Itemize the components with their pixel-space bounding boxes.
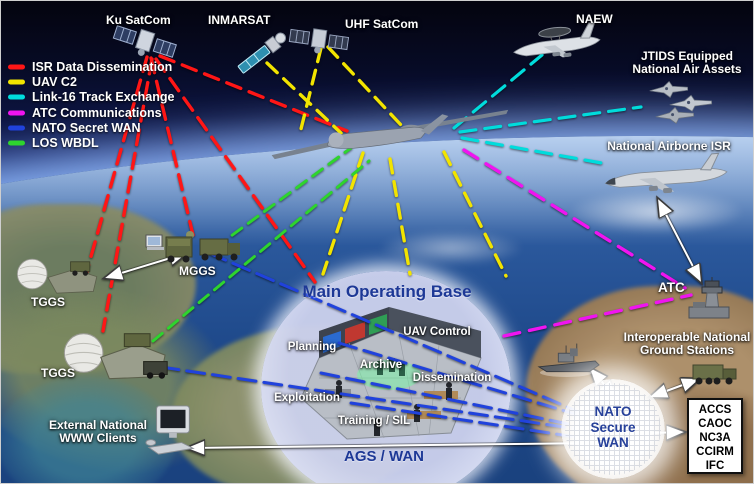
satellite-icon: [237, 32, 287, 74]
legend-row: ATC Communications: [8, 105, 174, 120]
legend-swatch-yellow: [8, 79, 25, 85]
label-mggs: MGGS: [179, 264, 216, 278]
fighter-jets-icon: [649, 81, 713, 124]
ags-wan-label: AGS / WAN: [343, 448, 425, 465]
arrow-wan-truck: [650, 379, 699, 397]
link-blue-mob-wan-c: [349, 401, 591, 441]
link-yellow-uav-mob-a: [321, 151, 365, 276]
link-blue-mggs-wan: [207, 251, 597, 421]
control-tower-icon: [688, 277, 730, 319]
label-interop-ground-stations: Interoperable National Ground Stations: [623, 330, 751, 357]
accs-item: CCIRM: [696, 446, 734, 458]
cloud-grid-texture: [565, 383, 661, 475]
link-yellow-uav-mob-c: [442, 150, 508, 278]
legend-row: ISR Data Dissemination: [8, 59, 174, 74]
ship-icon: [537, 343, 600, 377]
radome-station-icon: [16, 258, 98, 294]
accs-item: IFC: [705, 460, 725, 472]
mob-area-training-sil: Training / SIL: [337, 415, 411, 427]
nato-secure-wan-label: NATO Secure WAN: [590, 404, 636, 450]
label-national-airborne-isr: National Airborne ISR: [607, 139, 731, 153]
legend-label: Link-16 Track Exchange: [32, 90, 175, 105]
link-red-ku-tggs-south: [101, 57, 154, 333]
legend-swatch-green: [8, 140, 25, 146]
satellite-icon: [288, 28, 350, 54]
link-blue-mob-wan-a: [337, 341, 587, 419]
label-jtids-assets: JTIDS Equipped National Air Assets: [632, 49, 742, 76]
link-red-ku-mob: [154, 57, 317, 284]
mob-area-dissemination: Dissemination: [412, 372, 492, 384]
link-cyan-uav-naew: [452, 53, 544, 130]
legend-row: NATO Secret WAN: [8, 120, 174, 135]
link-yellow-uhf-uav-a: [299, 46, 323, 131]
legend-swatch-cyan: [8, 94, 25, 100]
legend-row: Link-16 Track Exchange: [8, 90, 174, 105]
isr-aircraft-icon: [604, 152, 728, 194]
legend-swatch-magenta: [8, 110, 25, 116]
link-magenta-uav-atc: [462, 148, 687, 290]
legend-swatch-blue: [8, 125, 25, 131]
link-type-legend: ISR Data Dissemination UAV C2 Link-16 Tr…: [8, 59, 174, 151]
label-naew: NAEW: [576, 12, 613, 26]
label-atc: ATC: [658, 280, 685, 295]
awacs-aircraft-icon: [513, 21, 601, 58]
link-green-mggs-uav: [214, 146, 353, 249]
label-inmarsat: INMARSAT: [208, 13, 271, 27]
mob-area-archive: Archive: [359, 359, 403, 371]
link-blue-tggs-wan: [159, 365, 579, 431]
link-blue-mob-wan-b: [319, 371, 585, 429]
desktop-computer-icon: [145, 405, 195, 455]
link-red-ku-uav: [158, 54, 349, 133]
military-truck-icon: [692, 364, 737, 385]
accs-entities-box: ACCS CAOC NC3A CCIRM IFC: [687, 398, 743, 474]
label-uhf-satcom: UHF SatCom: [345, 17, 419, 31]
link-yellow-uhf-uav-b: [326, 45, 403, 127]
link-cyan-uav-jets: [458, 105, 643, 134]
label-tggs-south: TGGS: [41, 366, 76, 380]
nato-secure-wan-cloud: NATO Secure WAN: [561, 379, 665, 479]
radome-station-icon: [63, 333, 168, 380]
mob-title: Main Operating Base: [302, 282, 472, 301]
link-red-ku-mggs: [149, 56, 195, 237]
legend-label: LOS WBDL: [32, 136, 99, 151]
accs-item: CAOC: [698, 418, 732, 430]
legend-label: ISR Data Dissemination: [32, 59, 173, 74]
cloud-wisp-1: [571, 191, 741, 233]
legend-label: ATC Communications: [32, 105, 162, 120]
link-cyan-uav-isr: [460, 136, 609, 166]
link-magenta-mob-atc: [502, 293, 693, 338]
mob-area-exploitation: Exploitation: [274, 392, 340, 404]
arrow-isr-atc: [658, 199, 701, 282]
shallow-water: [1, 376, 176, 483]
label-ku-satcom: Ku SatCom: [106, 13, 171, 27]
uav-icon: [271, 109, 509, 160]
legend-label: NATO Secret WAN: [32, 120, 141, 135]
ground-station-trucks-icon: [145, 231, 240, 263]
link-red-ku-tggs-north: [81, 55, 149, 287]
mob-area-planning: Planning: [287, 341, 337, 353]
legend-label: UAV C2: [32, 74, 77, 89]
arrow-www-wan: [187, 443, 596, 448]
link-yellow-uav-mob-b: [388, 157, 412, 276]
legend-swatch-red: [8, 64, 25, 70]
link-green-tggs-uav: [151, 159, 371, 343]
link-yellow-inmarsat-uav: [265, 61, 343, 135]
accs-item: ACCS: [698, 404, 732, 416]
accs-item: NC3A: [699, 432, 731, 444]
label-tggs-north: TGGS: [31, 295, 66, 309]
legend-row: UAV C2: [8, 74, 174, 89]
satellite-icon: [112, 25, 177, 58]
legend-row: LOS WBDL: [8, 135, 174, 150]
mob-area-uav-control: UAV Control: [403, 326, 471, 338]
label-www-clients: External National WWW Clients: [48, 418, 148, 445]
